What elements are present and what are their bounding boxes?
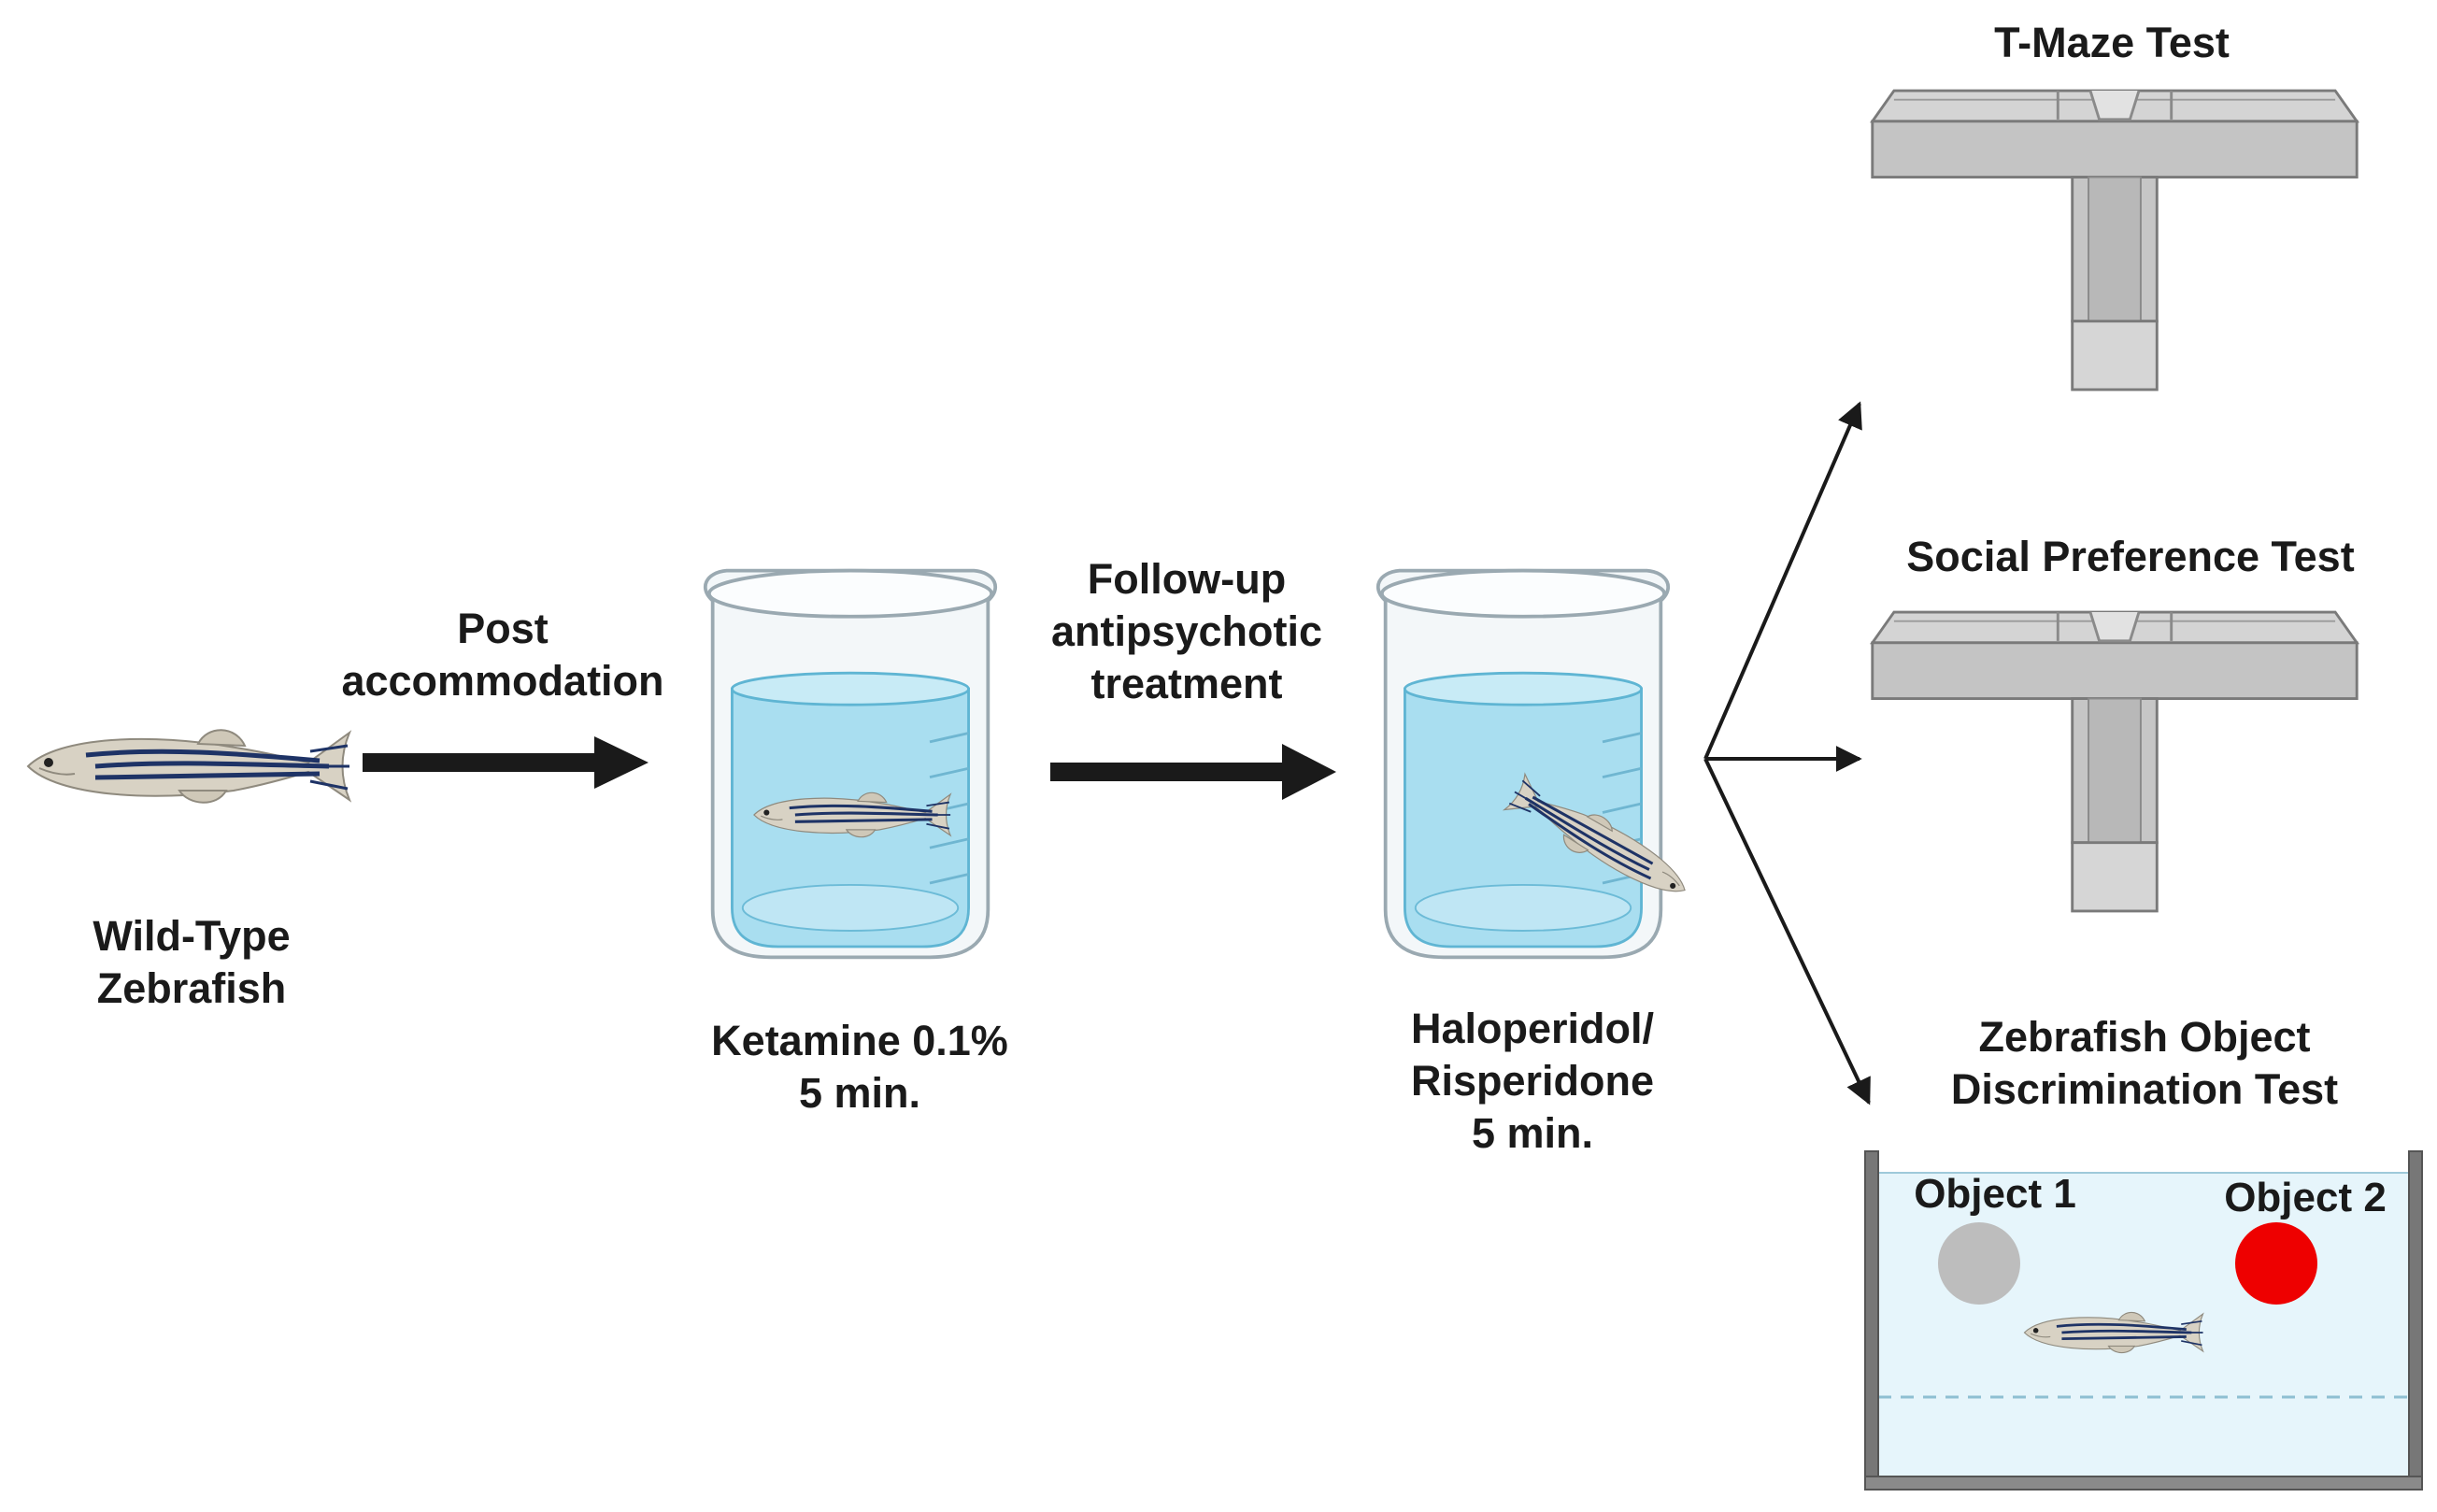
followup-label: Follow-up antipsychotic treatment (1014, 553, 1360, 710)
t-maze-icon (1871, 89, 2359, 392)
followup-line-2: antipsychotic (1050, 607, 1323, 655)
post-accommodation-line-2: accommodation (341, 657, 664, 705)
zebrafish-icon (28, 730, 349, 803)
object-2-label: Object 2 (2207, 1172, 2403, 1224)
haloperidol-line-2: Risperidone (1410, 1057, 1655, 1105)
followup-line-1: Follow-up (1087, 555, 1287, 603)
haloperidol-line-3: 5 min. (1471, 1109, 1594, 1157)
wild-type-line-2: Zebrafish (96, 964, 287, 1012)
arrow-to-antipsychotic (1050, 744, 1336, 800)
object-2-text: Object 2 (2224, 1175, 2387, 1220)
tmaze-title-text: T-Maze Test (1994, 19, 2230, 66)
social-preference-title: Social Preference Test (1878, 531, 2383, 583)
haloperidol-line-1: Haloperidol/ (1410, 1005, 1655, 1052)
ketamine-label: Ketamine 0.1% 5 min. (673, 1015, 1047, 1120)
object-discrimination-title: Zebrafish Object Discrimination Test (1916, 1011, 2373, 1116)
ketamine-line-1: Ketamine 0.1% (711, 1017, 1008, 1064)
antipsychotic-beaker-icon (1375, 568, 1671, 960)
haloperidol-label: Haloperidol/ Risperidone 5 min. (1355, 1003, 1710, 1160)
ketamine-beaker-icon (703, 568, 998, 960)
branch-arrows (1703, 401, 1871, 1105)
wild-type-line-1: Wild-Type (93, 912, 291, 960)
object-test-line-1: Zebrafish Object (1978, 1013, 2311, 1061)
arrow-to-ketamine (363, 736, 648, 789)
object-2-marker (2235, 1222, 2317, 1305)
ketamine-line-2: 5 min. (798, 1069, 921, 1117)
post-accommodation-label: Post accommodation (325, 603, 680, 707)
object-test-line-2: Discrimination Test (1950, 1065, 2339, 1113)
object-1-marker (1938, 1222, 2020, 1305)
followup-line-3: treatment (1090, 660, 1283, 707)
social-preference-maze-icon (1871, 610, 2359, 913)
tmaze-title: T-Maze Test (1925, 17, 2299, 69)
object-1-text: Object 1 (1914, 1171, 2076, 1217)
wild-type-label: Wild-Type Zebrafish (56, 910, 327, 1015)
social-preference-title-text: Social Preference Test (1906, 533, 2355, 580)
object-1-label: Object 1 (1897, 1168, 2093, 1220)
post-accommodation-line-1: Post (457, 605, 549, 652)
